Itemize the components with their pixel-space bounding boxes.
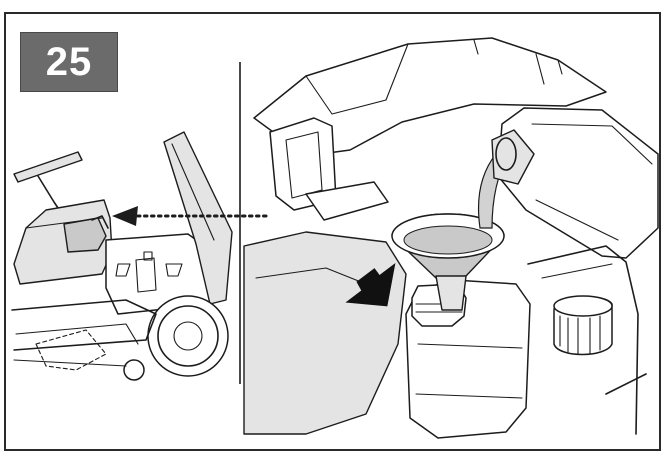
front-wheel: [147, 295, 229, 377]
bottle-neck: [491, 129, 535, 185]
upper-housing: [253, 37, 607, 157]
instruction-panel: 25: [4, 12, 661, 451]
reservoir-detail: [243, 37, 659, 439]
funnel-spout: [435, 275, 467, 311]
raised-hood: [163, 131, 233, 305]
reservoir-highlight: [63, 217, 107, 253]
step-number-badge: 25: [20, 32, 118, 92]
steering-wheel: [13, 151, 83, 183]
step-number: 25: [45, 39, 93, 84]
fluid-bottle: [497, 107, 659, 259]
refill-illustration: [11, 37, 659, 439]
black-arrow-icon: [345, 263, 396, 307]
leader-arrow: [112, 206, 268, 226]
side-panel: [243, 231, 407, 435]
tractor-overview: [11, 131, 233, 381]
